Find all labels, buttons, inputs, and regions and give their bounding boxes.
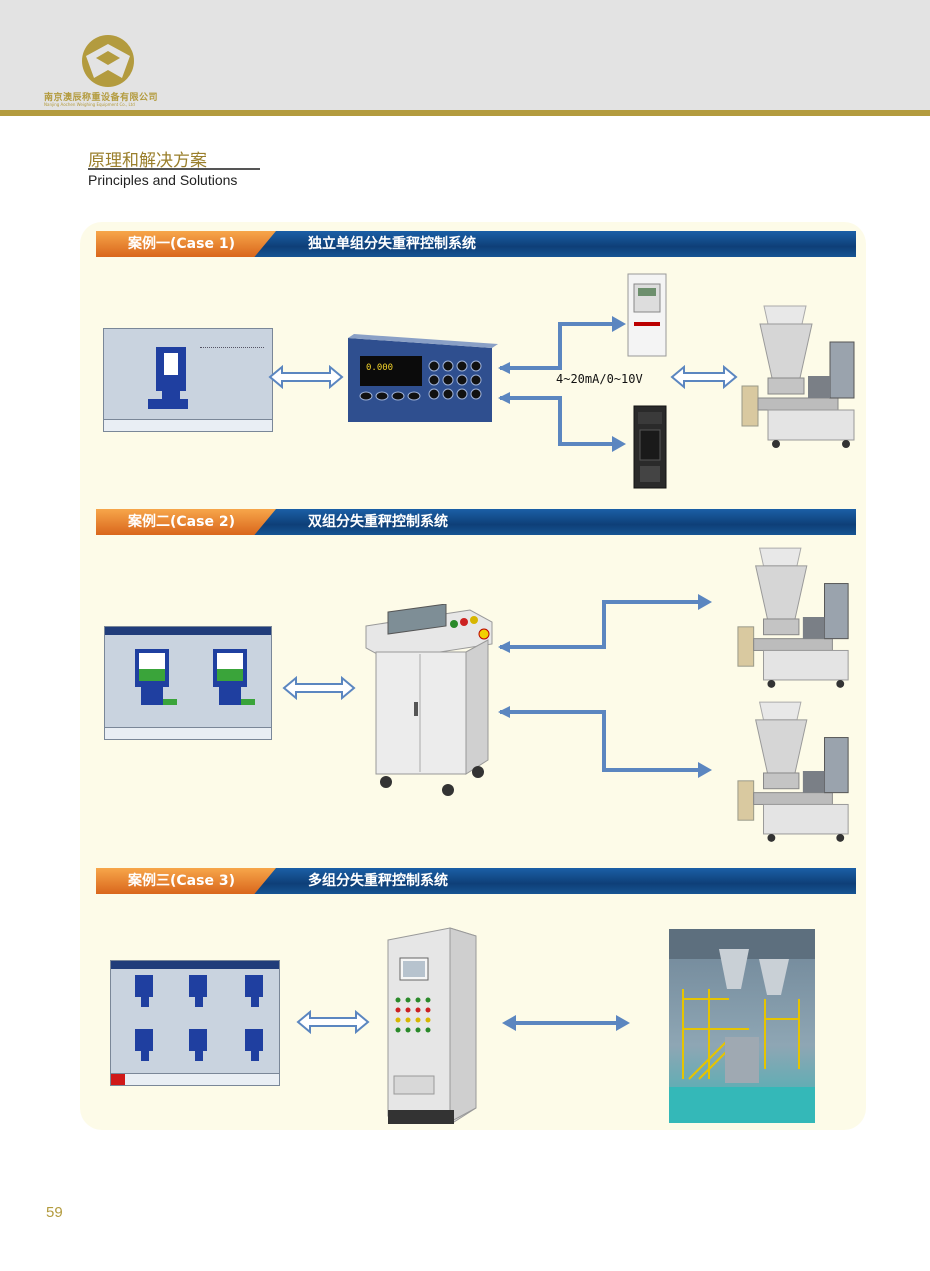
case-2-arrow-hmi-cabinet bbox=[282, 676, 356, 700]
case-2-title: 双组分失重秤控制系统 bbox=[308, 514, 448, 530]
case-1-title: 独立单组分失重秤控制系统 bbox=[308, 236, 476, 252]
company-logo bbox=[82, 35, 134, 87]
svg-text:0.000: 0.000 bbox=[366, 363, 393, 373]
case-3-header: 案例三(Case 3) 多组分失重秤控制系统 bbox=[96, 868, 856, 894]
case-2-feeder-2 bbox=[737, 701, 849, 842]
case-1-signal-label: 4~20mA/0~10V bbox=[556, 372, 643, 386]
case-2-signal-arrows bbox=[498, 594, 712, 778]
case-1-servo-drive bbox=[633, 405, 667, 489]
case-3-tag: 案例三(Case 3) bbox=[96, 868, 276, 894]
case-2-control-cabinet bbox=[365, 604, 493, 796]
case-3-arrow-hmi-cabinet bbox=[296, 1010, 370, 1034]
case-1-tag: 案例一(Case 1) bbox=[96, 231, 276, 257]
case-1-arrow-drive-feeder bbox=[670, 365, 738, 389]
section-title-underline bbox=[88, 168, 260, 170]
company-name-en: Nanjing Aochen Weighing Equipment Co., L… bbox=[44, 102, 135, 107]
case-2-header: 案例二(Case 2) 双组分失重秤控制系统 bbox=[96, 509, 856, 535]
case-2-feeder-1 bbox=[737, 547, 849, 688]
case-3-arrow-cabinet-plant bbox=[502, 1015, 630, 1031]
case-2-hmi-screen bbox=[104, 626, 272, 740]
company-name: 南京澳辰称重设备有限公司 bbox=[44, 93, 159, 103]
case-1-signal-arrows bbox=[498, 316, 626, 452]
case-1-weighing-controller: 0.000 bbox=[348, 334, 498, 422]
case-1-hmi-screen bbox=[103, 328, 273, 432]
case-1-header: 案例一(Case 1) 独立单组分失重秤控制系统 bbox=[96, 231, 856, 257]
page-number: 59 bbox=[46, 1204, 63, 1221]
section-title-cn: 原理和解决方案 bbox=[88, 151, 207, 171]
case-3-production-plant-photo bbox=[669, 929, 815, 1123]
case-3-hmi-screen bbox=[110, 960, 280, 1086]
case-1-arrow-hmi-controller bbox=[268, 365, 344, 389]
case-1-loss-in-weight-feeder bbox=[741, 305, 855, 448]
case-3-title: 多组分失重秤控制系统 bbox=[308, 873, 448, 889]
header-band bbox=[0, 0, 930, 110]
case-2-tag: 案例二(Case 2) bbox=[96, 509, 276, 535]
header-gold-line bbox=[0, 110, 930, 116]
case-1-inverter bbox=[627, 273, 667, 357]
section-title-en: Principles and Solutions bbox=[88, 172, 238, 188]
case-3-electrical-cabinet bbox=[387, 927, 477, 1124]
